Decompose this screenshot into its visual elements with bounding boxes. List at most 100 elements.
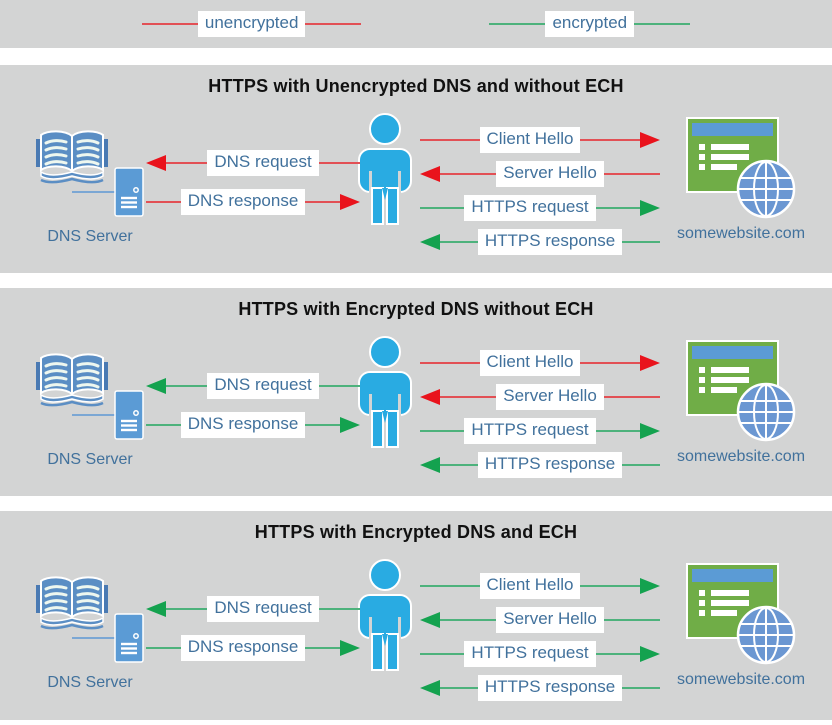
legend-item-encrypted: encrypted [489,11,691,37]
arrow-line [603,173,661,175]
arrowhead-left-icon [420,457,440,473]
server-hello-arrow: Server Hello [420,161,661,187]
book-server-connector [72,637,116,639]
arrow-label: DNS response [180,189,306,215]
arrow-label: DNS response [180,412,306,438]
arrow-line [622,241,661,243]
arrow-label: Server Hello [496,607,604,633]
arrow-line [595,430,640,432]
arrow-label: Client Hello [479,127,581,153]
arrow-line [440,464,478,466]
panel-encrypted-dns-no-ech: HTTPS with Encrypted DNS without ECH [0,288,832,496]
panel-encrypted-dns-with-ech: HTTPS with Encrypted DNS and ECH [0,511,832,720]
arrow-line [440,396,497,398]
arrow-line [318,608,361,610]
dns-request-arrow: DNS request [146,373,361,399]
arrow-line [420,362,480,364]
dns-response-arrow: DNS response [146,189,360,215]
arrow-line [305,201,340,203]
arrowhead-right-icon [640,355,660,371]
arrowhead-left-icon [420,612,440,628]
arrow-line [603,619,661,621]
arrow-label: DNS request [207,150,319,176]
arrowhead-right-icon [640,132,660,148]
dns-server-label: DNS Server [47,674,133,691]
arrow-label: DNS request [207,373,319,399]
client-hello-arrow: Client Hello [420,573,660,599]
arrow-label: HTTPS request [464,418,596,444]
dns-server-label: DNS Server [47,228,133,245]
person-icon [356,113,414,231]
arrow-line [603,396,661,398]
server-hello-arrow: Server Hello [420,607,661,633]
encrypted-line-icon [634,23,691,25]
arrowhead-left-icon [420,234,440,250]
arrow-label: Server Hello [496,384,604,410]
https-response-arrow: HTTPS response [420,452,661,478]
client-hello-arrow: Client Hello [420,350,660,376]
arrowhead-right-icon [340,640,360,656]
person-icon [356,336,414,454]
dns-request-arrow: DNS request [146,150,361,176]
dns-tower-icon [114,167,144,222]
arrowhead-right-icon [640,200,660,216]
arrow-line [580,139,640,141]
dns-tower-icon [114,613,144,668]
panel-title: HTTPS with Encrypted DNS and ECH [254,522,578,542]
encrypted-line-icon [489,23,546,25]
person-icon [356,559,414,677]
arrow-line [580,585,640,587]
arrow-label: HTTPS request [464,195,596,221]
arrowhead-left-icon [146,155,166,171]
panel-unencrypted-dns-no-ech: HTTPS with Unencrypted DNS and without E… [0,65,832,273]
arrow-line [622,464,661,466]
website-label: somewebsite.com [676,225,806,242]
legend-item-unencrypted: unencrypted [141,11,362,37]
arrowhead-right-icon [640,646,660,662]
arrow-line [440,173,497,175]
server-hello-arrow: Server Hello [420,384,661,410]
website-icon [686,340,796,447]
arrow-line [595,207,640,209]
https-request-arrow: HTTPS request [420,195,660,221]
legend-label: encrypted [545,11,635,37]
arrow-line [166,162,208,164]
arrowhead-left-icon [420,166,440,182]
website-label: somewebsite.com [676,448,806,465]
legend-bar: unencrypted encrypted [0,0,832,48]
arrow-label: Client Hello [479,573,581,599]
arrowhead-left-icon [146,601,166,617]
arrow-line [318,385,361,387]
dns-tower-icon [114,390,144,445]
globe-icon [736,382,796,442]
arrow-label: DNS request [207,596,319,622]
arrow-line [420,653,465,655]
arrow-line [146,647,181,649]
dns-request-arrow: DNS request [146,596,361,622]
dns-server-label: DNS Server [47,451,133,468]
https-response-arrow: HTTPS response [420,675,661,701]
arrow-line [580,362,640,364]
dns-response-arrow: DNS response [146,412,360,438]
arrowhead-right-icon [340,417,360,433]
arrow-label: HTTPS response [477,675,623,701]
arrow-line [305,424,340,426]
dns-book-icon [36,573,108,638]
arrowhead-left-icon [420,680,440,696]
unencrypted-line-icon [141,23,198,25]
arrow-line [420,430,465,432]
globe-icon [736,159,796,219]
website-icon [686,117,796,224]
book-server-connector [72,414,116,416]
arrow-line [305,647,340,649]
https-response-arrow: HTTPS response [420,229,661,255]
website-label: somewebsite.com [676,671,806,688]
arrow-line [420,139,480,141]
arrowhead-left-icon [146,378,166,394]
legend-label: unencrypted [197,11,306,37]
arrow-line [146,201,181,203]
arrow-label: Client Hello [479,350,581,376]
arrow-label: HTTPS request [464,641,596,667]
arrowhead-right-icon [640,423,660,439]
arrow-label: HTTPS response [477,229,623,255]
